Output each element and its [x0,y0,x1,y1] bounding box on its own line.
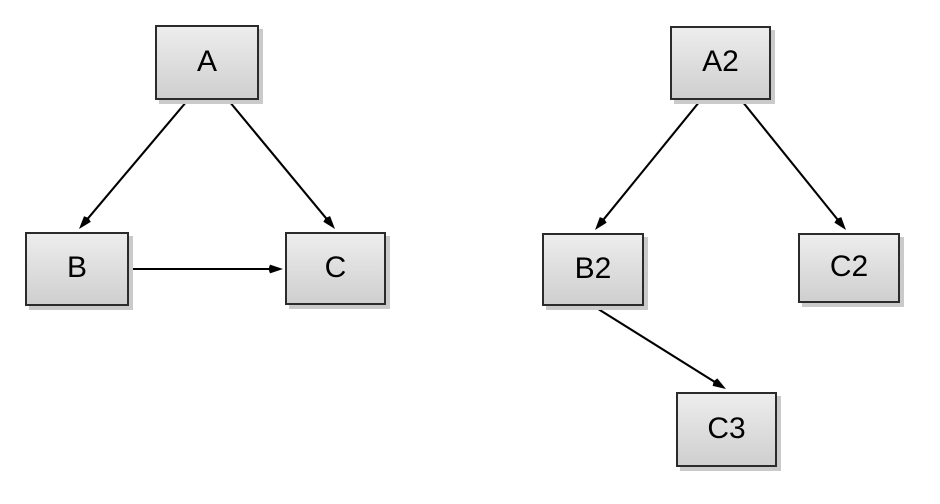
node-label: B [66,251,87,284]
node-label: B2 [574,251,612,285]
arrowhead-icon [268,264,283,274]
edge-a-to-b [79,100,188,229]
node-a[interactable]: A [155,25,259,100]
node-c[interactable]: C [285,232,386,305]
node-c3[interactable]: C3 [676,392,777,467]
node-label: C3 [707,411,746,445]
edge-a2-to-b2 [595,100,701,230]
edge-b-to-c [130,264,283,274]
arrowhead-icon [323,216,335,229]
node-label: A2 [702,45,739,78]
arrowhead-icon [79,216,91,229]
node-b2[interactable]: B2 [542,233,644,306]
edge-a-to-c [228,100,335,229]
edge-line [594,306,720,386]
node-label: A [196,44,217,78]
edge-line [599,100,701,225]
node-a2[interactable]: A2 [670,26,771,100]
edge-line [83,100,188,224]
node-label: C2 [829,250,869,283]
node-b[interactable]: B [25,232,129,306]
edge-line [228,100,331,224]
edge-line [741,100,842,225]
arrowhead-icon [595,217,607,230]
edge-b2-to-c3 [594,306,726,389]
edge-a2-to-c2 [741,100,846,230]
node-label: C [324,250,347,284]
node-c2[interactable]: C2 [798,233,900,303]
arrowhead-icon [834,217,846,230]
arrowhead-icon [712,378,726,389]
